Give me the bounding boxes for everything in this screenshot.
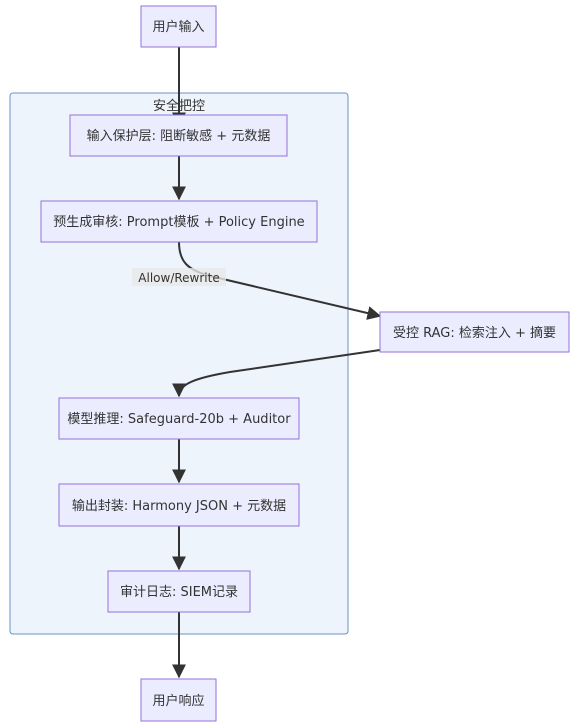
node-user-response: 用户响应 (140, 678, 217, 722)
node-pre-review: 预生成审核: Prompt模板 + Policy Engine (40, 200, 318, 243)
node-output-wrap-label: 输出封装: Harmony JSON + 元数据 (72, 498, 286, 514)
node-output-wrap: 输出封装: Harmony JSON + 元数据 (58, 483, 300, 527)
node-rag-label: 受控 RAG: 检索注入 + 摘要 (393, 325, 556, 341)
node-input-protect-label: 输入保护层: 阻断敏感 + 元数据 (87, 128, 271, 144)
edge-label-background (132, 268, 226, 286)
node-user-response-label: 用户响应 (152, 693, 204, 709)
node-user-input: 用户输入 (140, 5, 217, 48)
edge-label-text: Allow/Rewrite (138, 271, 219, 285)
edge-label-allow-rewrite: Allow/Rewrite (132, 268, 226, 286)
node-inference: 模型推理: Safeguard-20b + Auditor (58, 397, 300, 440)
edges (172, 47, 382, 679)
node-audit-log-label: 审计日志: SIEM记录 (120, 585, 238, 600)
edge-rag-to-inference (172, 349, 381, 398)
node-input-protect: 输入保护层: 阻断敏感 + 元数据 (69, 114, 288, 157)
node-pre-review-label: 预生成审核: Prompt模板 + Policy Engine (53, 215, 304, 230)
node-user-input-label: 用户输入 (152, 19, 204, 35)
node-audit-log: 审计日志: SIEM记录 (107, 570, 251, 613)
node-rag: 受控 RAG: 检索注入 + 摘要 (379, 311, 570, 353)
node-inference-label: 模型推理: Safeguard-20b + Auditor (67, 412, 291, 427)
